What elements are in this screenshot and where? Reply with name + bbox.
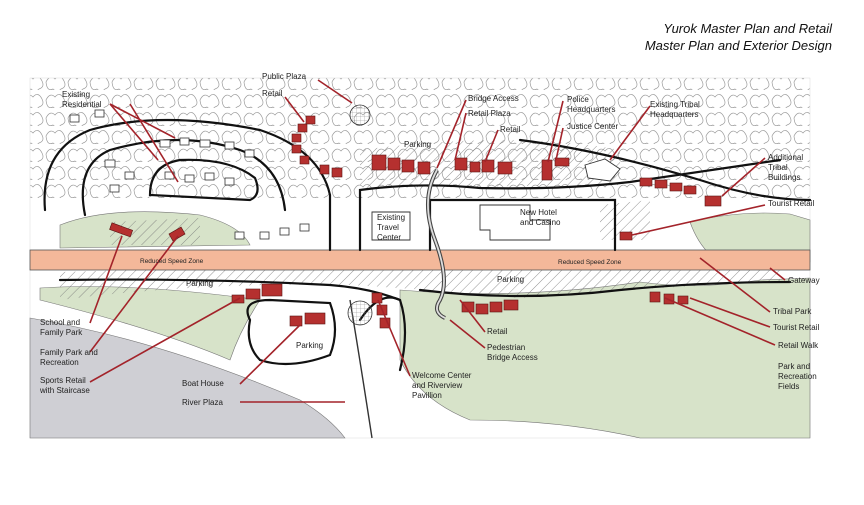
label-bridge-access: Bridge Access <box>468 94 519 103</box>
label-ped-bridge: Pedestrian <box>487 343 525 352</box>
label-parking-top: Parking <box>404 140 431 149</box>
label-police-hq: Police <box>567 95 589 104</box>
label-new-hotel-2: and Casino <box>520 218 561 227</box>
hotel-casino-footprint <box>479 204 551 241</box>
label-existing-residential-2: Residential <box>62 100 102 109</box>
plan-subtitle: Master Plan and Exterior Design <box>644 38 832 53</box>
label-retail-walk: Retail Walk <box>778 341 819 350</box>
label-ped-bridge-2: Bridge Access <box>487 353 538 362</box>
label-tribal-park: Tribal Park <box>773 307 812 316</box>
label-new-hotel: New Hotel <box>520 208 557 217</box>
label-reduced-speed-right: Reduced Speed Zone <box>558 259 622 266</box>
label-park-rec-3: Fields <box>778 382 799 391</box>
label-parking-bottom: Parking <box>296 341 323 350</box>
label-sports-retail-2: with Staircase <box>39 386 90 395</box>
label-existing-residential: Existing <box>62 90 90 99</box>
riverview-pavillion <box>347 300 373 326</box>
travel-center-footprint <box>371 211 411 241</box>
label-sports-retail: Sports Retail <box>40 376 86 385</box>
label-public-plaza: Public Plaza <box>262 72 307 81</box>
label-retail-plaza: Retail Plaza <box>468 109 511 118</box>
label-existing-tribal-hq: Existing Tribal <box>650 100 700 109</box>
label-police-hq-2: Headquarters <box>567 105 615 114</box>
label-additional-tribal: Additional <box>768 153 803 162</box>
plan-title: Yurok Master Plan and Retail <box>663 21 832 36</box>
label-retail-bottom: Retail <box>487 327 508 336</box>
label-existing-tribal-hq-2: Headquarters <box>650 110 698 119</box>
label-parking-left: Parking <box>186 279 213 288</box>
river <box>29 317 346 439</box>
label-justice-center: Justice Center <box>567 122 618 131</box>
label-welcome-center-2: and Riverview <box>412 381 462 390</box>
highway-band <box>29 249 811 271</box>
label-additional-tribal-3: Buildings <box>768 173 800 182</box>
label-additional-tribal-2: Tribal <box>768 163 788 172</box>
label-boat-house: Boat House <box>182 379 224 388</box>
label-existing-travel-3: Center <box>377 233 401 242</box>
label-retail-top: Retail <box>262 89 283 98</box>
label-river-plaza: River Plaza <box>182 398 223 407</box>
label-family-park: Family Park and <box>40 348 98 357</box>
label-tourist-retail-bottom: Tourist Retail <box>773 323 819 332</box>
public-plaza-circle <box>349 104 371 126</box>
label-park-rec: Park and <box>778 362 810 371</box>
hatched-east <box>600 200 650 240</box>
label-reduced-speed-left: Reduced Speed Zone <box>140 258 204 265</box>
label-family-park-2: Recreation <box>40 358 79 367</box>
label-welcome-center: Welcome Center <box>412 371 472 380</box>
label-gateway: Gateway <box>788 276 820 285</box>
label-tourist-retail-top: Tourist Retail <box>768 199 814 208</box>
label-existing-travel-2: Travel <box>377 223 399 232</box>
tribal-hq-footprint <box>584 158 621 182</box>
label-school: School and <box>40 318 80 327</box>
label-existing-travel: Existing <box>377 213 405 222</box>
label-school-2: Family Park <box>40 328 83 337</box>
label-park-rec-2: Recreation <box>778 372 817 381</box>
leader-lines <box>89 79 786 403</box>
residential-houses <box>69 109 310 240</box>
label-parking-right: Parking <box>497 275 524 284</box>
label-welcome-center-3: Pavillion <box>412 391 442 400</box>
label-retail-mid: Retail <box>500 125 521 134</box>
